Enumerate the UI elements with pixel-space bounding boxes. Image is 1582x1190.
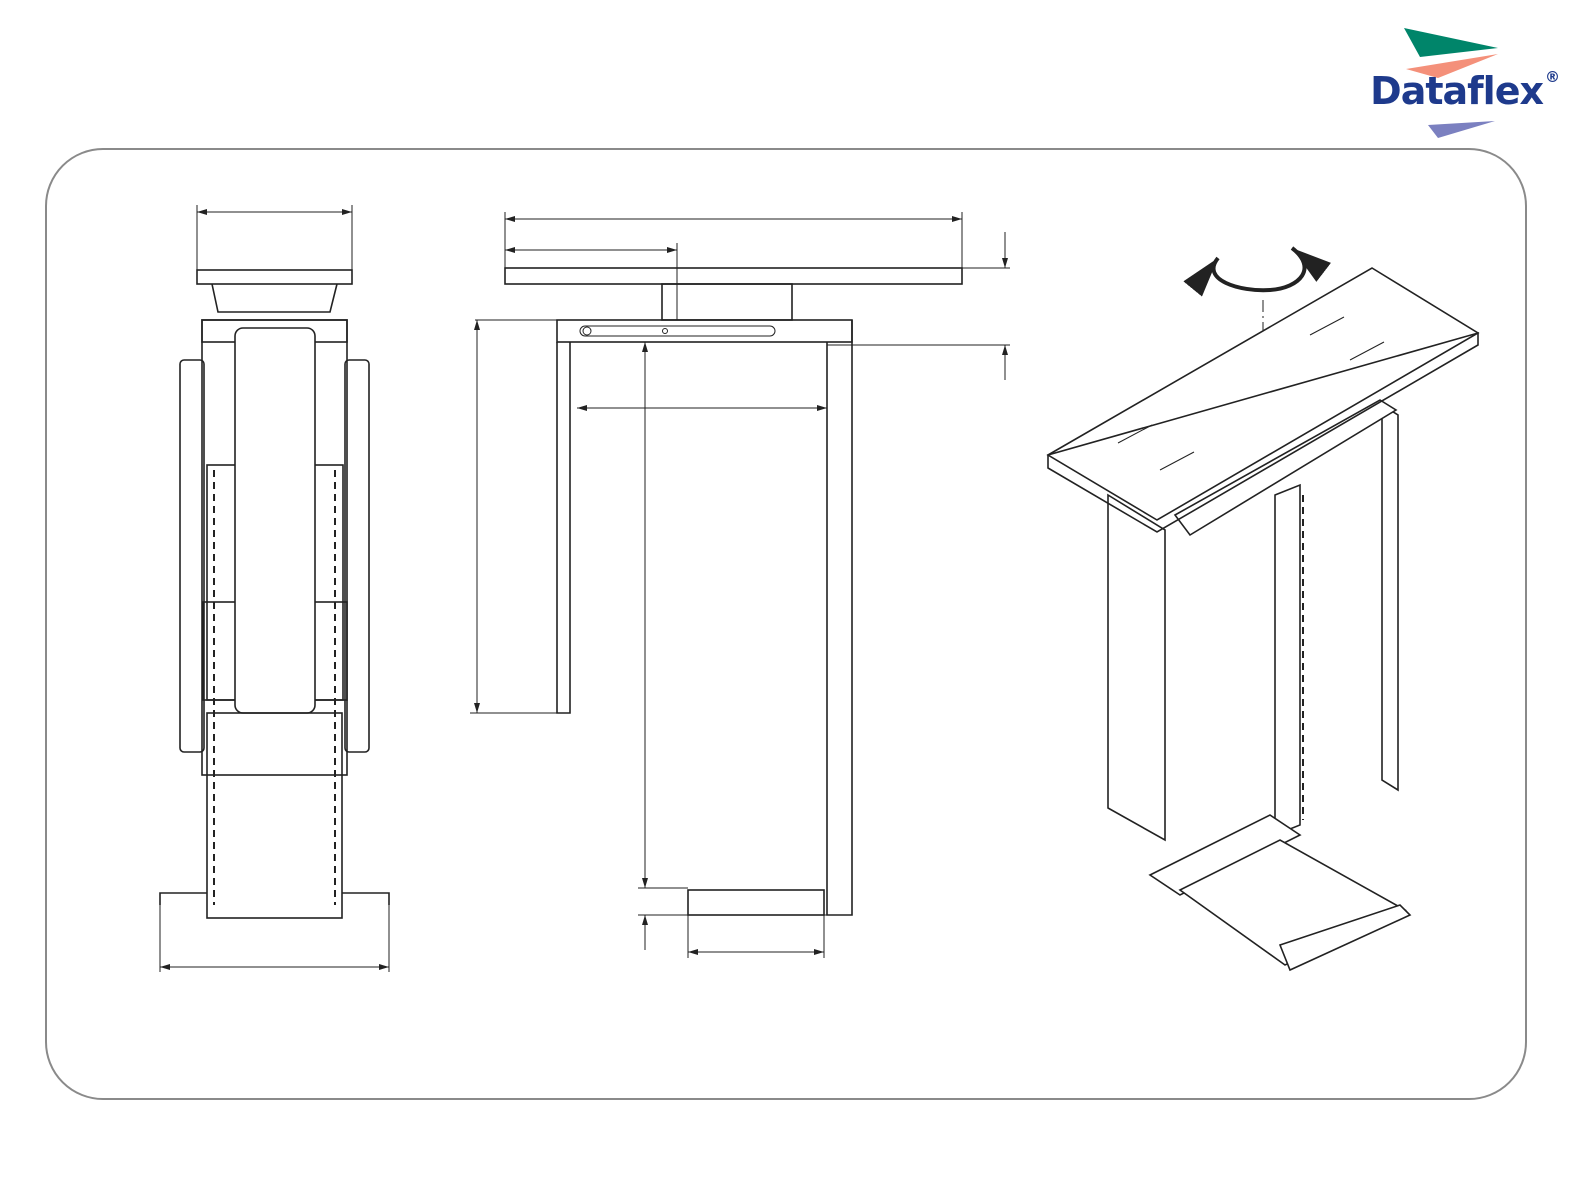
rotation-arrow-icon bbox=[1183, 246, 1332, 297]
logo-wordmark: Dataflex bbox=[1370, 69, 1544, 113]
drawing-frame bbox=[45, 148, 1527, 1100]
logo-stripe-salmon bbox=[1406, 54, 1498, 78]
side-view bbox=[470, 212, 1010, 958]
dataflex-logo bbox=[1360, 24, 1535, 142]
isometric-view bbox=[1046, 246, 1480, 972]
logo-stripe-green bbox=[1404, 28, 1498, 57]
logo-wordmark-group: Dataflex ® bbox=[1370, 68, 1560, 114]
logo-stripe-purple bbox=[1428, 121, 1495, 138]
front-view bbox=[159, 205, 390, 972]
logo-registered-mark: ® bbox=[1545, 68, 1560, 86]
